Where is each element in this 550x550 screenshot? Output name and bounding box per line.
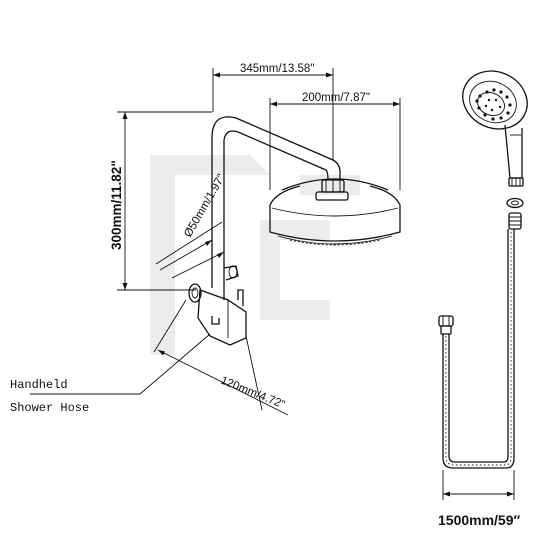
shower-hose (438, 212, 522, 469)
dimension-hose-length: 1500mm/59″ (438, 470, 521, 528)
outlet-length-label: 120mm/4.72" (219, 375, 287, 412)
watermark-logo (150, 155, 360, 355)
head-diameter-label: 200mm/7.87" (302, 92, 370, 104)
dimension-head-diameter: 200mm/7.87" (269, 92, 401, 190)
pipe-diameter-label: Ø50mm/1.97" (182, 172, 228, 239)
shower-column (188, 116, 401, 346)
handheld-shower (462, 70, 528, 187)
handheld-leader: Handheld Shower Hose (10, 333, 211, 415)
dimension-arm-length: 345mm/13.58" (212, 63, 334, 160)
hose-length-label: 1500mm/59″ (438, 512, 521, 528)
handheld-label-line1: Handheld (10, 378, 68, 392)
height-label: 300mm/11.82" (109, 160, 124, 250)
washer (506, 197, 524, 209)
arm-length-label: 345mm/13.58" (240, 63, 314, 75)
dimension-height: 300mm/11.82" (109, 111, 212, 291)
handheld-label-line2: Shower Hose (10, 401, 89, 415)
